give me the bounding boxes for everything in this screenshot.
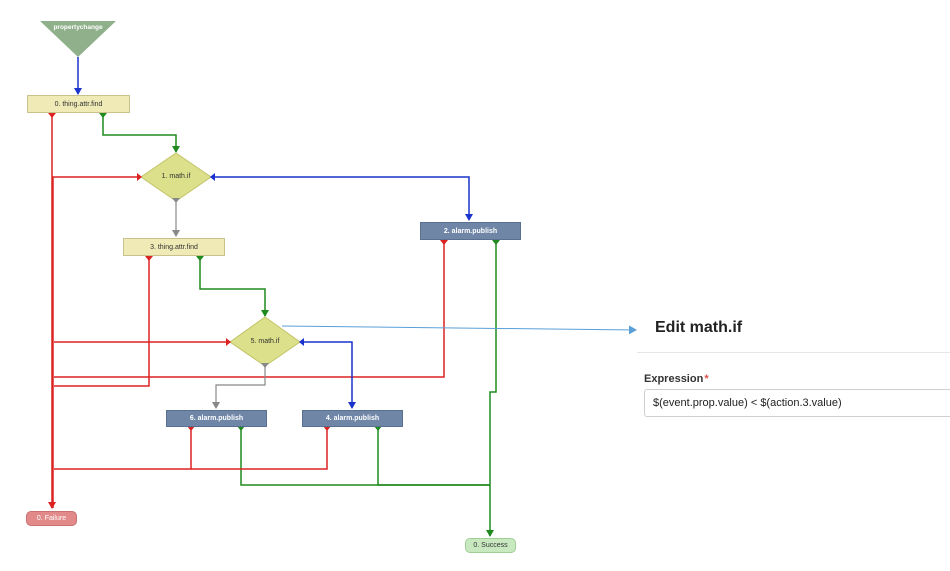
- port-2-success-icon: [492, 240, 500, 245]
- port-1-true-icon: [210, 173, 215, 181]
- node-thing-attr-find-0[interactable]: 0. thing.attr.find: [27, 95, 130, 113]
- node-label: 4. alarm.publish: [325, 415, 380, 422]
- node-label: 6. alarm.publish: [189, 415, 244, 422]
- port-1-false-icon: [137, 173, 142, 181]
- edge-1-false: [52, 176, 141, 508]
- node-alarm-publish-6[interactable]: 6. alarm.publish: [166, 410, 267, 427]
- edge-5-default: [212, 365, 266, 409]
- edge-2-success: [486, 240, 497, 537]
- edge-6-success: [240, 426, 490, 486]
- edge-5-true: [300, 341, 356, 409]
- port-0-success-icon: [99, 113, 107, 118]
- port-2-fail-icon: [440, 240, 448, 245]
- panel-title: Edit math.if: [655, 319, 743, 336]
- node-label: 0. thing.attr.find: [54, 100, 103, 108]
- expression-input[interactable]: [644, 389, 950, 417]
- edge-4-failure: [191, 426, 328, 470]
- required-mark: *: [704, 373, 709, 385]
- node-alarm-publish-2[interactable]: 2. alarm.publish: [420, 222, 521, 240]
- port-6-success-icon: [237, 426, 245, 431]
- port-4-fail-icon: [323, 426, 331, 431]
- edge-1-true: [210, 176, 473, 221]
- node-failure[interactable]: 0. Failure: [26, 511, 77, 526]
- expression-label: Expression*: [644, 373, 709, 385]
- edge-3-failure: [54, 256, 150, 387]
- edge-2-failure: [54, 240, 445, 378]
- port-3-success-icon: [196, 256, 204, 261]
- panel-pointer-line: [281, 325, 637, 335]
- panel-divider: [637, 352, 950, 353]
- node-label: 2. alarm.publish: [443, 227, 498, 235]
- node-alarm-publish-4[interactable]: 4. alarm.publish: [302, 410, 403, 427]
- port-3-fail-icon: [145, 256, 153, 261]
- port-5-default-icon: [261, 363, 269, 368]
- math-if-1-shape[interactable]: [140, 152, 212, 202]
- node-label: 0. Success: [473, 542, 508, 549]
- edge-3-success: [199, 256, 269, 317]
- trigger-shape[interactable]: [40, 21, 116, 57]
- edge-6-failure: [54, 426, 192, 470]
- port-5-false-icon: [226, 338, 231, 346]
- node-label: 3. thing.attr.find: [150, 243, 198, 251]
- port-5-true-icon: [299, 338, 304, 346]
- math-if-5-shape[interactable]: [229, 316, 301, 367]
- port-1-default-icon: [172, 198, 180, 203]
- node-label: 0. Failure: [36, 515, 67, 522]
- edge-4-success: [377, 426, 490, 486]
- expression-label-text: Expression: [644, 373, 704, 385]
- trigger-label: propertychange: [53, 24, 103, 31]
- port-4-success-icon: [374, 426, 382, 431]
- port-0-fail-icon: [48, 113, 56, 118]
- node-success[interactable]: 0. Success: [465, 538, 516, 553]
- port-6-fail-icon: [187, 426, 195, 431]
- node-thing-attr-find-3[interactable]: 3. thing.attr.find: [123, 238, 225, 256]
- edge-0-success: [102, 113, 180, 153]
- edit-panel: Edit math.if Expression*: [637, 305, 950, 445]
